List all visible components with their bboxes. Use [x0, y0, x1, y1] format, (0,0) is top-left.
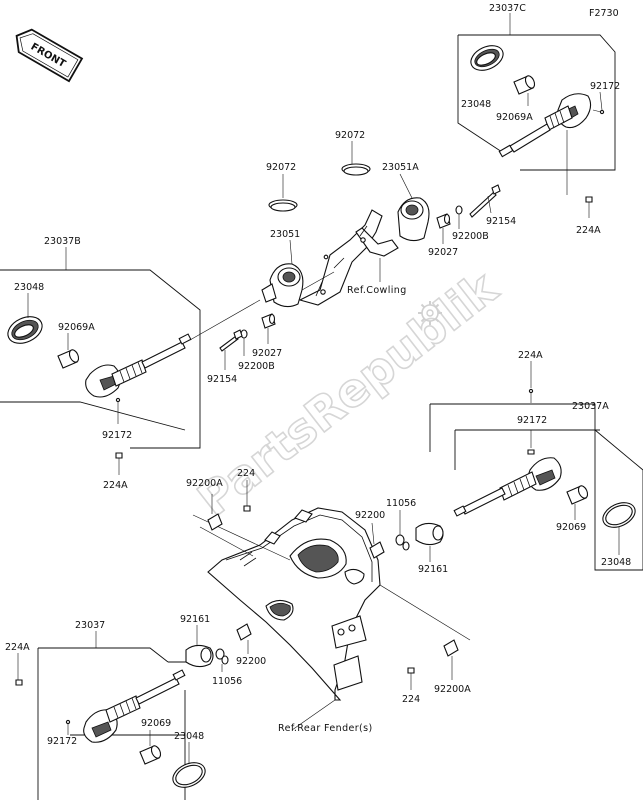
label-92069A-c: 92069A	[496, 112, 533, 123]
bulb-92069A-c	[513, 75, 536, 95]
label-224A-b: 224A	[103, 480, 128, 491]
label-92200B-left: 92200B	[238, 361, 275, 372]
bracket-92161-right	[415, 522, 444, 546]
lens-ring-23048-b	[7, 316, 43, 344]
label-92072-b: 92072	[335, 130, 365, 141]
bulb-92069A-b	[57, 349, 80, 369]
label-23048-c: 23048	[461, 99, 491, 110]
label-92027-right: 92027	[428, 247, 458, 258]
label-92200-right: 92200	[355, 510, 385, 521]
signal-housing-a	[453, 457, 562, 517]
front-arrow-badge: FRONT	[15, 28, 84, 83]
assembly-23037	[15, 647, 206, 800]
bulb-92069-a	[566, 485, 589, 505]
lens-ring-23048-c	[470, 45, 504, 71]
assembly-23037B	[0, 269, 201, 475]
holder-23051	[261, 263, 304, 308]
screw-224-bottom	[407, 667, 415, 674]
lens-ring-23048-a	[602, 502, 636, 528]
label-224A-d: 224A	[5, 642, 30, 653]
label-92172-b: 92172	[102, 430, 132, 441]
bulb-92069-d	[139, 745, 162, 765]
label-23048-b: 23048	[14, 282, 44, 293]
signal-housing-c	[498, 93, 592, 158]
label-224-bottom: 224	[402, 694, 420, 705]
label-224-top: 224	[237, 468, 255, 479]
figure-code: F2730	[589, 8, 619, 19]
collar-92027-left	[261, 313, 276, 329]
label-23048-d: 23048	[174, 731, 204, 742]
collar-92027-right	[436, 213, 451, 229]
holder-23051A	[397, 197, 430, 242]
bolt-92154-right	[469, 184, 501, 218]
signal-housing-b	[85, 333, 192, 398]
label-92069A-b: 92069A	[58, 322, 95, 333]
label-11056-right: 11056	[386, 498, 416, 509]
signal-housing-d	[83, 669, 186, 743]
label-92154-right: 92154	[486, 216, 516, 227]
band-clamp-92072-b	[341, 163, 371, 176]
watermark-text: PartsRepublik	[188, 260, 508, 527]
band-clamp-92072-a	[268, 199, 298, 212]
label-92200A-bottom: 92200A	[434, 684, 471, 695]
label-92200-d: 92200	[236, 656, 266, 667]
washer-92200B-right	[455, 205, 463, 215]
label-224A-c: 224A	[576, 225, 601, 236]
screw-224-top	[243, 505, 251, 512]
label-92172-d: 92172	[47, 736, 77, 747]
label-92069-d: 92069	[141, 718, 171, 729]
label-92072-a: 92072	[266, 162, 296, 173]
watermark: PartsRepublik	[187, 259, 509, 527]
label-23051: 23051	[270, 229, 300, 240]
label-23037A: 23037A	[572, 401, 609, 412]
label-92069-a: 92069	[556, 522, 586, 533]
label-23048-a: 23048	[601, 557, 631, 568]
gear-icon	[418, 301, 442, 325]
label-23037C: 23037C	[489, 3, 526, 14]
label-92161-right: 92161	[418, 564, 448, 575]
lens-ring-23048-d	[172, 762, 206, 788]
label-23037B: 23037B	[44, 236, 81, 247]
label-92200A-top: 92200A	[186, 478, 223, 489]
assembly-23037C	[457, 34, 616, 218]
assembly-23037A	[429, 388, 643, 571]
ref-cowling: Ref.Cowling	[347, 285, 407, 296]
mount-bracket	[298, 209, 399, 306]
label-11056-d: 11056	[212, 676, 242, 687]
bracket-92161-d	[185, 644, 214, 668]
label-92200B-right: 92200B	[452, 231, 489, 242]
rear-fender	[207, 507, 381, 701]
label-224A-ra: 224A	[518, 350, 543, 361]
ref-rear-fender: Ref.Rear Fender(s)	[278, 723, 373, 734]
label-92027-left: 92027	[252, 348, 282, 359]
nut-plate-92200-right	[369, 541, 385, 559]
label-23051A: 23051A	[382, 162, 419, 173]
nut-plate-92200A-top	[207, 513, 223, 531]
grommet-11056-d	[215, 648, 229, 665]
label-92154-left: 92154	[207, 374, 237, 385]
label-23037: 23037	[75, 620, 105, 631]
grommet-11056-right	[395, 534, 410, 551]
bolt-92154-left	[219, 329, 243, 352]
label-92161-d: 92161	[180, 614, 210, 625]
label-92172-c: 92172	[590, 81, 620, 92]
nut-plate-92200-d	[236, 623, 252, 641]
nut-plate-92200A-bottom	[443, 639, 459, 657]
label-92172-a: 92172	[517, 415, 547, 426]
